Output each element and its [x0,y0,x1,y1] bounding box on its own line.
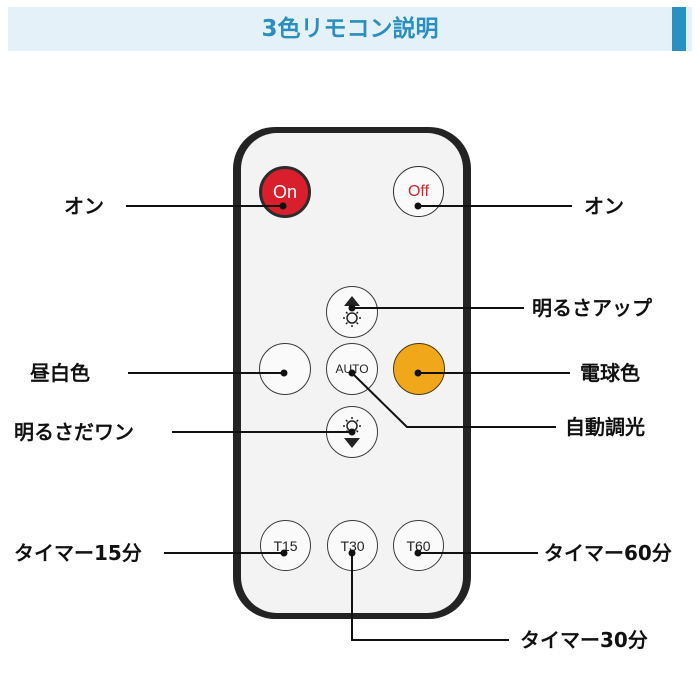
label-on-left: オン [64,194,104,218]
timer-15-button[interactable]: T15 [260,520,311,571]
label-daylight: 昼白色 [30,361,90,385]
label-timer-60: タイマー60分 [544,541,672,565]
label-on-right: オン [584,194,624,218]
brightness-up-button[interactable] [326,286,378,338]
auto-button[interactable]: AUTO [326,343,378,395]
label-auto: 自動調光 [565,415,645,439]
timer-30-button[interactable]: T30 [327,520,378,571]
on-button[interactable]: On [259,166,311,218]
label-timer-15: タイマー15分 [14,541,142,565]
daylight-white-button[interactable] [259,343,311,395]
warm-color-button[interactable] [393,343,445,395]
page-title: 3色リモコン説明 [261,16,439,42]
label-brightness-up: 明るさアップ [532,296,652,320]
sun-arrow-up-icon [343,296,361,327]
title-banner [8,7,692,51]
label-brightness-down: 明るさだワン [14,420,134,444]
label-warm: 電球色 [580,361,640,385]
label-timer-30: タイマー30分 [520,628,648,652]
timer-60-button[interactable]: T60 [393,520,444,571]
banner-accent-bar [672,7,686,51]
